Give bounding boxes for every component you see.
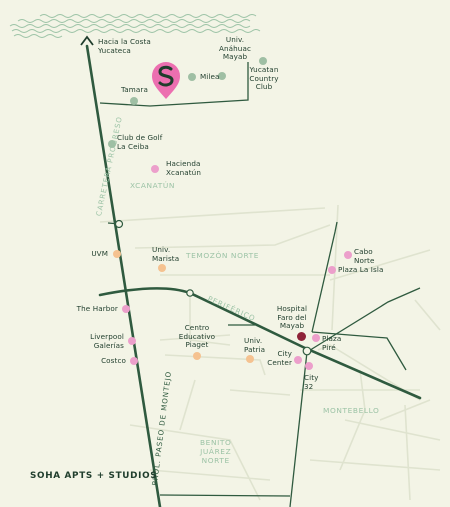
hacienda-dot[interactable] xyxy=(151,165,159,173)
yucatan-cc-dot[interactable] xyxy=(259,57,267,65)
liverpool-label: Liverpool Galerías xyxy=(90,332,124,350)
plaza-pire-label: Plaza Piré xyxy=(322,334,342,352)
main-roads xyxy=(85,44,422,507)
piaget-dot[interactable] xyxy=(193,352,201,360)
plaza-pire-dot[interactable] xyxy=(312,334,320,342)
marista-dot[interactable] xyxy=(158,264,166,272)
the-harbor-label: The Harbor xyxy=(76,304,118,313)
patria-dot[interactable] xyxy=(246,355,254,363)
area-xcanatun: XCANATÚN xyxy=(130,181,176,190)
hacienda-label: Hacienda Xcanatún xyxy=(166,159,201,177)
north-arrow-icon xyxy=(80,35,94,46)
milea-dot[interactable] xyxy=(188,73,196,81)
area-temozon-norte: TEMOZÓN NORTE xyxy=(186,251,260,260)
secondary-roads xyxy=(99,62,421,507)
cabo-norte-label: Cabo Norte xyxy=(354,247,375,265)
milea-label: Milea xyxy=(200,72,220,81)
plaza-la-isla-label: Plaza La Isla xyxy=(338,265,384,274)
anahuac-label: Univ. Anáhuac Mayab xyxy=(218,35,252,62)
liverpool-dot[interactable] xyxy=(128,337,136,345)
city32-dot[interactable] xyxy=(305,362,313,370)
uvm-dot[interactable] xyxy=(113,250,121,258)
interchanges xyxy=(114,219,312,356)
marista-label: Univ. Marista xyxy=(152,245,180,263)
soha-location-marker-icon[interactable] xyxy=(152,62,180,99)
hospital-dot[interactable] xyxy=(297,332,306,341)
tamara-label: Tamara xyxy=(121,85,148,94)
costco-label: Costco xyxy=(101,356,126,365)
direction-label: Hacia la Costa Yucateca xyxy=(98,37,151,55)
patria-label: Univ. Patria xyxy=(244,336,266,354)
costco-dot[interactable] xyxy=(130,357,138,365)
tamara-dot[interactable] xyxy=(130,97,138,105)
cabo-norte-dot[interactable] xyxy=(344,251,352,259)
uvm-label: UVM xyxy=(91,249,108,258)
area-montebello: MONTEBELLO xyxy=(323,406,380,415)
city-center-label: City Center xyxy=(267,349,292,367)
club-golf-dot[interactable] xyxy=(108,140,116,148)
carretera-progreso-road xyxy=(85,44,162,507)
anahuac-dot[interactable] xyxy=(218,72,226,80)
city-center-dot[interactable] xyxy=(294,356,302,364)
plaza-la-isla-dot[interactable] xyxy=(328,266,336,274)
club-golf-label: Club de Golf La Ceiba xyxy=(117,133,163,151)
hospital-label: Hospital Faro del Mayab xyxy=(276,304,308,331)
piaget-label: Centro Educativo Piaget xyxy=(178,323,216,350)
yucatan-cc-label: Yucatan Country Club xyxy=(249,65,279,92)
area-benito-juarez-norte: BENITO JUÁREZ NORTE xyxy=(200,438,232,465)
sea-wave-icon xyxy=(9,14,261,38)
brand-title: SOHA APTS + STUDIOS xyxy=(30,471,158,481)
the-harbor-dot[interactable] xyxy=(122,305,130,313)
city32-label: City 32 xyxy=(304,373,319,391)
